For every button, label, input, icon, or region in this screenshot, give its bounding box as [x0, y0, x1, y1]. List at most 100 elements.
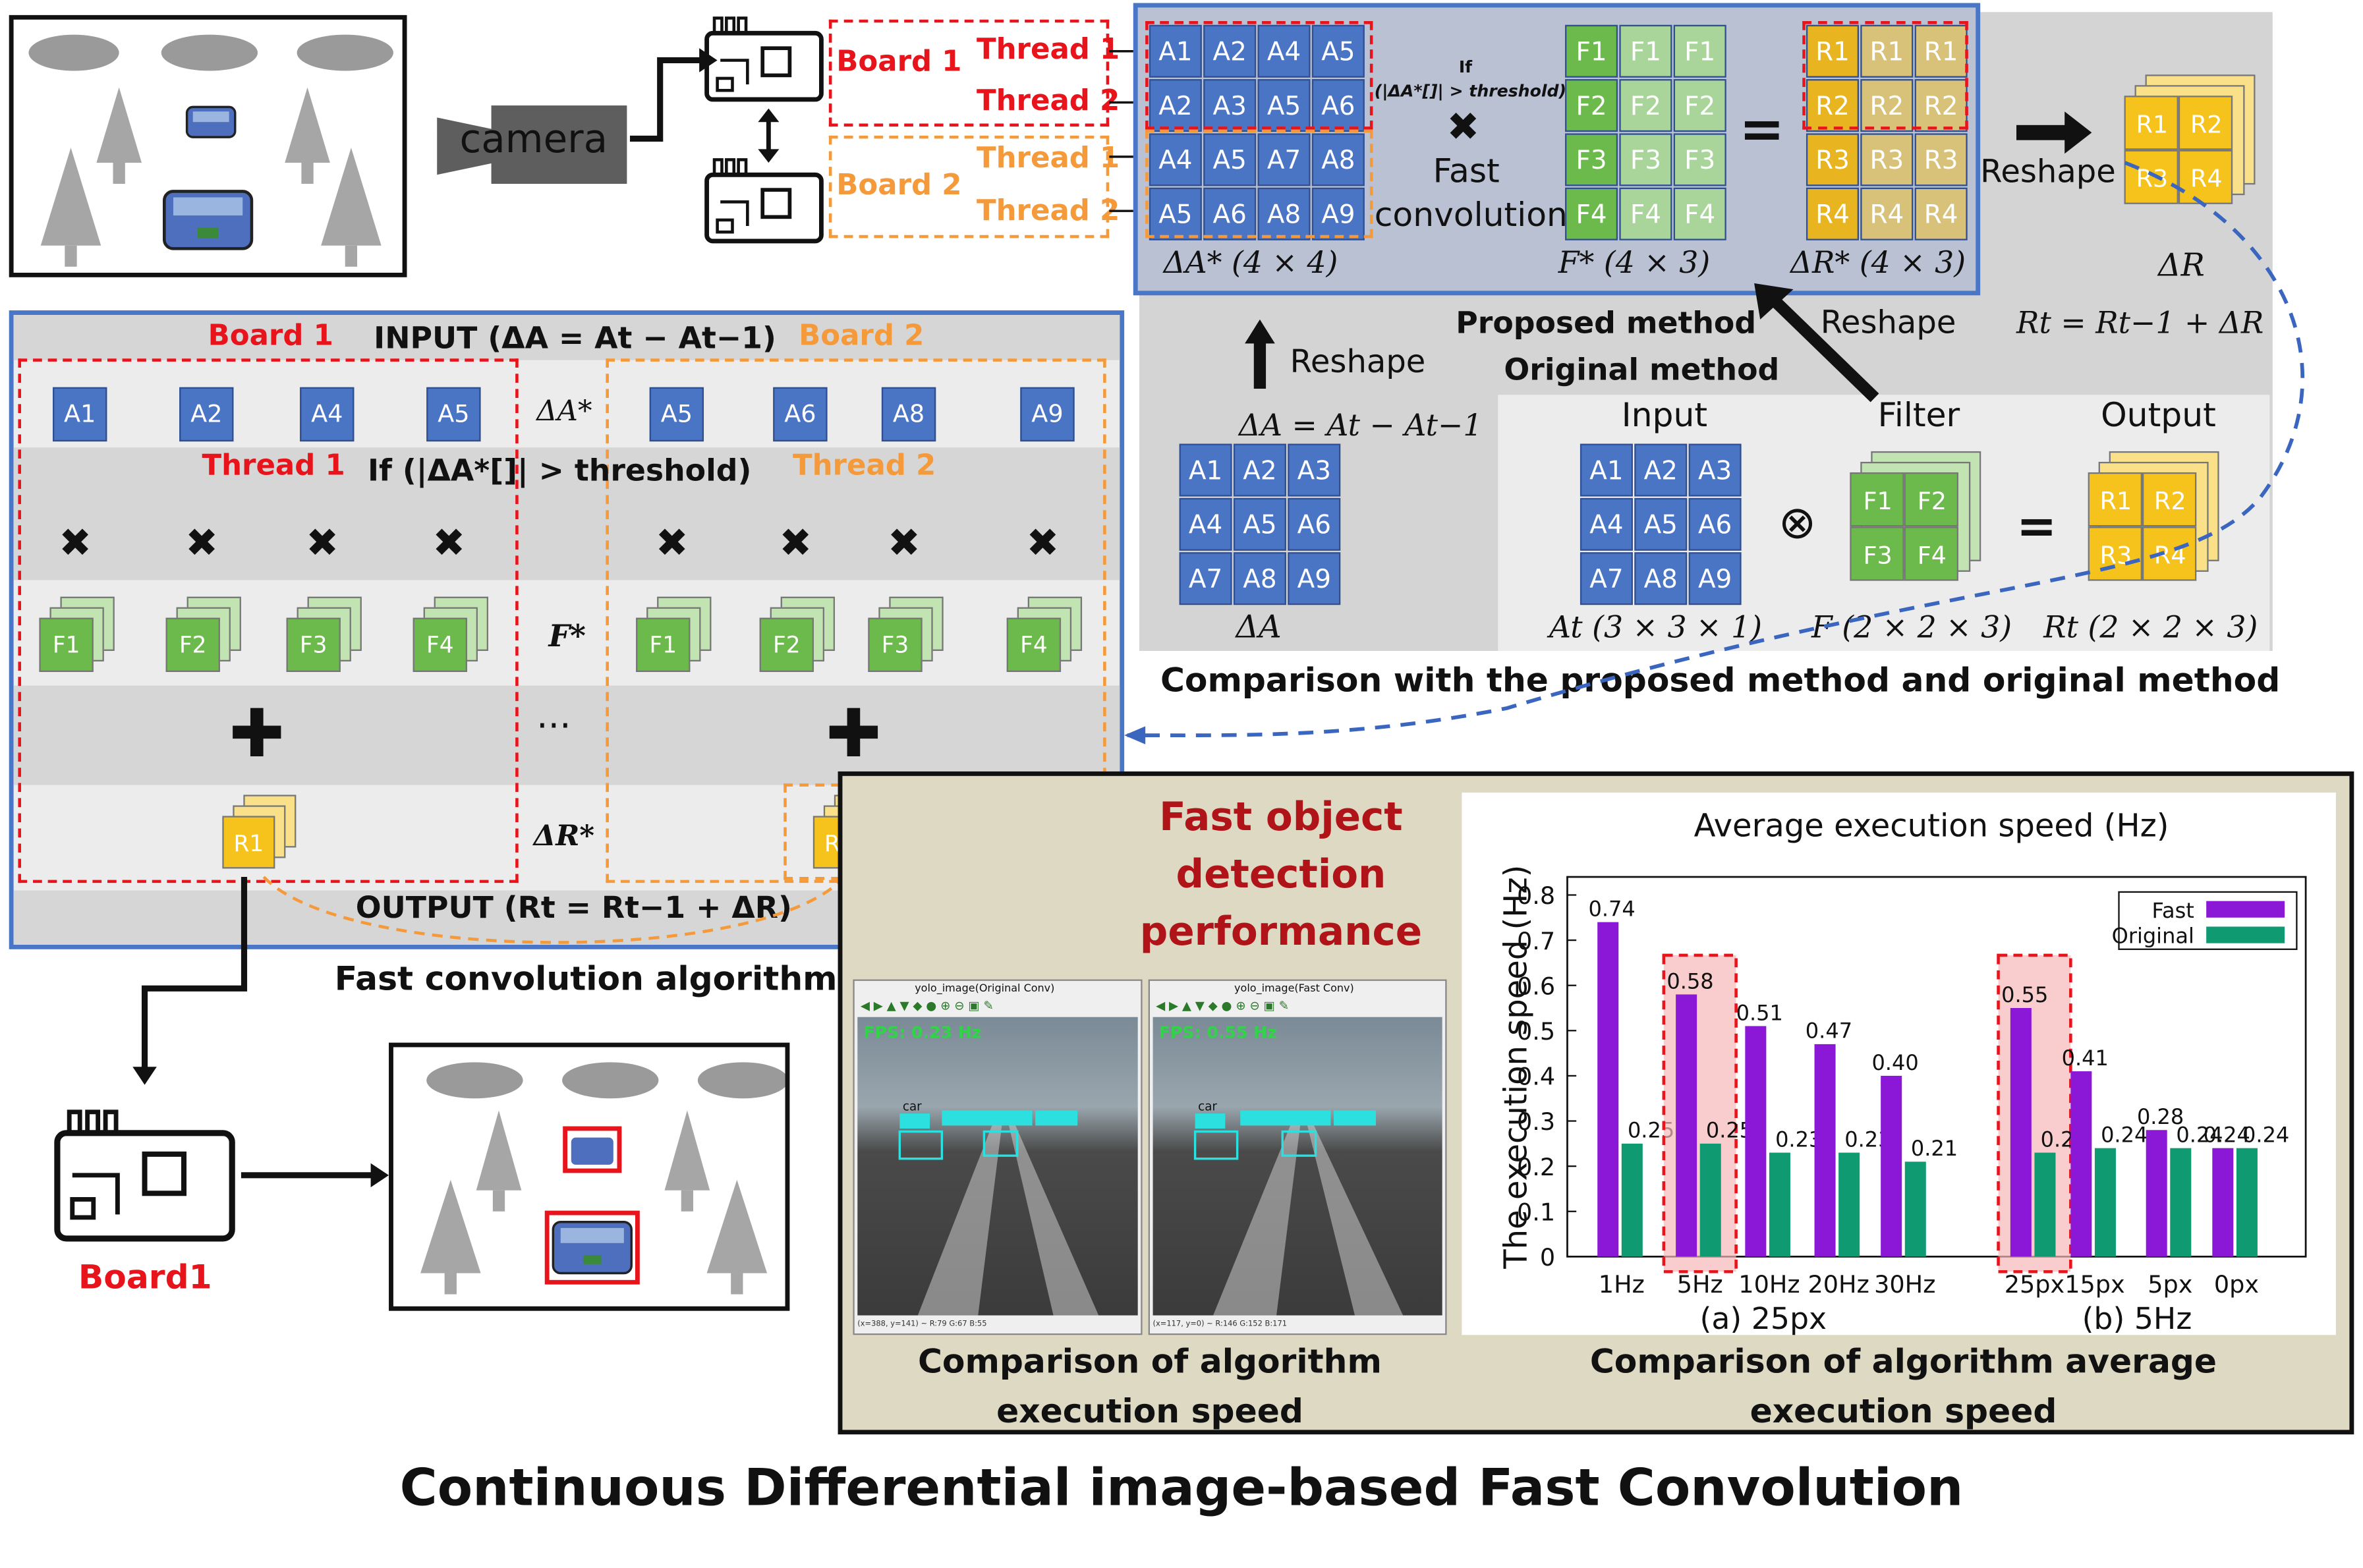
delta-a-cell — [1233, 497, 1286, 551]
bar-original — [1769, 1152, 1790, 1257]
algo-thread1-label: Thread 1 — [202, 449, 345, 482]
delta-r-caption: ΔR — [2157, 247, 2205, 283]
bar-fast — [1814, 1044, 1836, 1257]
detection-scene-illustration — [420, 1062, 789, 1295]
delta-a-star-cell: A5 — [649, 387, 704, 442]
delta-a-cell-label: A6 — [1297, 511, 1331, 540]
y-tick-label: 0.6 — [1517, 972, 1555, 1000]
filter-stack: F1 — [36, 596, 124, 675]
data-label: 0.24 — [2242, 1123, 2289, 1148]
data-label: 0.40 — [1871, 1050, 1918, 1075]
filter-caption: F (2 × 2 × 3) — [1811, 608, 2012, 645]
multiply-icon: ✖ — [306, 521, 339, 567]
reshape-label: Reshape — [1980, 154, 2116, 190]
window-toolbar[interactable]: ◀ ▶ ▲ ▼ ◆ ● ⊕ ⊖ ▣ ✎ — [860, 999, 994, 1013]
fast-convolution-label: Fast convolution — [1374, 154, 1568, 235]
diagonal-arrow-icon — [1754, 283, 1879, 403]
f-star-cell-label: F3 — [1576, 146, 1607, 175]
tree-icon — [40, 87, 382, 267]
delta-r-star-cell-label: R3 — [1869, 146, 1904, 175]
delta-r-star-cell-label: R1 — [1924, 37, 1958, 67]
delta-a-cell — [1179, 443, 1232, 497]
original-conv-window: yolo_image(Original Conv) ◀ ▶ ▲ ▼ ◆ ● ⊕ … — [853, 979, 1143, 1335]
window-toolbar[interactable]: ◀ ▶ ▲ ▼ ◆ ● ⊕ ⊖ ▣ ✎ — [1156, 999, 1290, 1013]
f-star-cell-label: F3 — [1630, 146, 1661, 175]
f-star-cell — [1619, 79, 1672, 132]
camera-label: camera — [459, 117, 608, 163]
delta-a-cell — [1288, 497, 1341, 551]
f-star-cell-label: F3 — [1684, 146, 1715, 175]
plus-icon: ✚ — [826, 696, 882, 773]
input-cell-label: A1 — [1589, 456, 1623, 486]
output-cell-label: R2 — [2154, 487, 2186, 515]
delta-r-star-cell-label: R3 — [1815, 146, 1850, 175]
f-star-cell-label: F4 — [1630, 200, 1661, 229]
chart-panel: Average execution speed (Hz) The executi… — [1462, 792, 2336, 1335]
input-cell — [1580, 443, 1633, 497]
data-label: 0.25 — [1706, 1118, 1753, 1143]
highlight-box — [1662, 953, 1738, 1274]
delta-r-star-caption: ΔR* (4 × 3) — [1790, 244, 1966, 281]
delta-a-cell-label: A8 — [1243, 565, 1276, 594]
bar-original — [2034, 1152, 2056, 1257]
circuit-board-icon — [704, 158, 824, 244]
filter-stack: F4 — [1004, 596, 1091, 675]
chart-title: Average execution speed (Hz) — [1694, 807, 2169, 844]
delta-r-cell-label: R4 — [2190, 165, 2223, 193]
delta-r-star-cell — [1860, 24, 1914, 78]
filter-stack: F3 — [283, 596, 371, 675]
data-label: 0.28 — [2137, 1104, 2184, 1129]
delta-r-star-cell-label: R4 — [1869, 200, 1904, 229]
delta-a-star-cell — [1311, 133, 1365, 186]
input-label: Input — [1621, 397, 1708, 435]
y-tick-label: 0 — [1540, 1243, 1555, 1272]
y-tick-label: 0.2 — [1517, 1153, 1555, 1181]
delta-r-cell — [2124, 150, 2178, 204]
legend-label: Fast — [2152, 898, 2194, 923]
delta-r-star-cell — [1806, 133, 1860, 186]
delta-a-star-caption: ΔA* (4 × 4) — [1163, 244, 1338, 281]
equals-icon-2: = — [2016, 497, 2057, 555]
fps-readout: FPS: 0.23 Hz — [863, 1022, 982, 1043]
f-star-cell — [1673, 24, 1726, 78]
delta-r-cell — [2124, 96, 2178, 150]
road-camera-frame: FPS: 0.23 Hz car — [857, 1017, 1138, 1316]
input-cell — [1634, 443, 1688, 497]
y-tick-label: 0.7 — [1517, 927, 1555, 955]
output-cell — [2088, 526, 2142, 581]
road-scene-illustration — [28, 34, 393, 267]
algo-thread2-label: Thread 2 — [792, 449, 936, 482]
f-star-cell-label: F1 — [1576, 37, 1607, 67]
delta-a-cell-label: A1 — [1189, 456, 1222, 486]
bar-fast — [2070, 1071, 2092, 1257]
delta-a-cell-label: A7 — [1189, 565, 1222, 594]
input-cell — [1580, 552, 1633, 605]
input-cell — [1580, 497, 1633, 551]
delta-a-star-cell: A4 — [300, 387, 355, 442]
detection-overlay — [1193, 1110, 1404, 1316]
caption-average-speed: Comparison of algorithm average executio… — [1589, 1344, 2217, 1432]
detection-box — [544, 1210, 640, 1285]
filter-cell: F1 — [39, 617, 94, 673]
input-cell — [1634, 552, 1688, 605]
comparison-caption: Comparison with the proposed method and … — [1160, 663, 2281, 701]
filter-cell: F2 — [759, 617, 814, 673]
data-label: 0.24 — [2176, 1123, 2223, 1148]
delta-a-star-cell-label: A2 — [1158, 92, 1192, 121]
multiply-icon: ✖ — [655, 521, 689, 567]
thread2-label: Thread 2 — [976, 84, 1120, 118]
f-star-cell — [1565, 79, 1618, 132]
original-method-label: Original method — [1504, 350, 1780, 387]
delta-a-star-cell-label: A1 — [1158, 37, 1192, 67]
thread2-label-board2: Thread 2 — [976, 194, 1120, 228]
filter-cell-label: F3 — [1863, 541, 1892, 569]
delta-a-cell-label: A4 — [1189, 511, 1222, 540]
x-tick-label: 30Hz — [1874, 1270, 1935, 1299]
algo-caption: Fast convolution algorithm — [334, 961, 838, 999]
if-label: If — [1458, 57, 1473, 77]
delta-a-star-cell-label: A6 — [1321, 92, 1355, 121]
output-cell-label: R1 — [2100, 487, 2132, 515]
